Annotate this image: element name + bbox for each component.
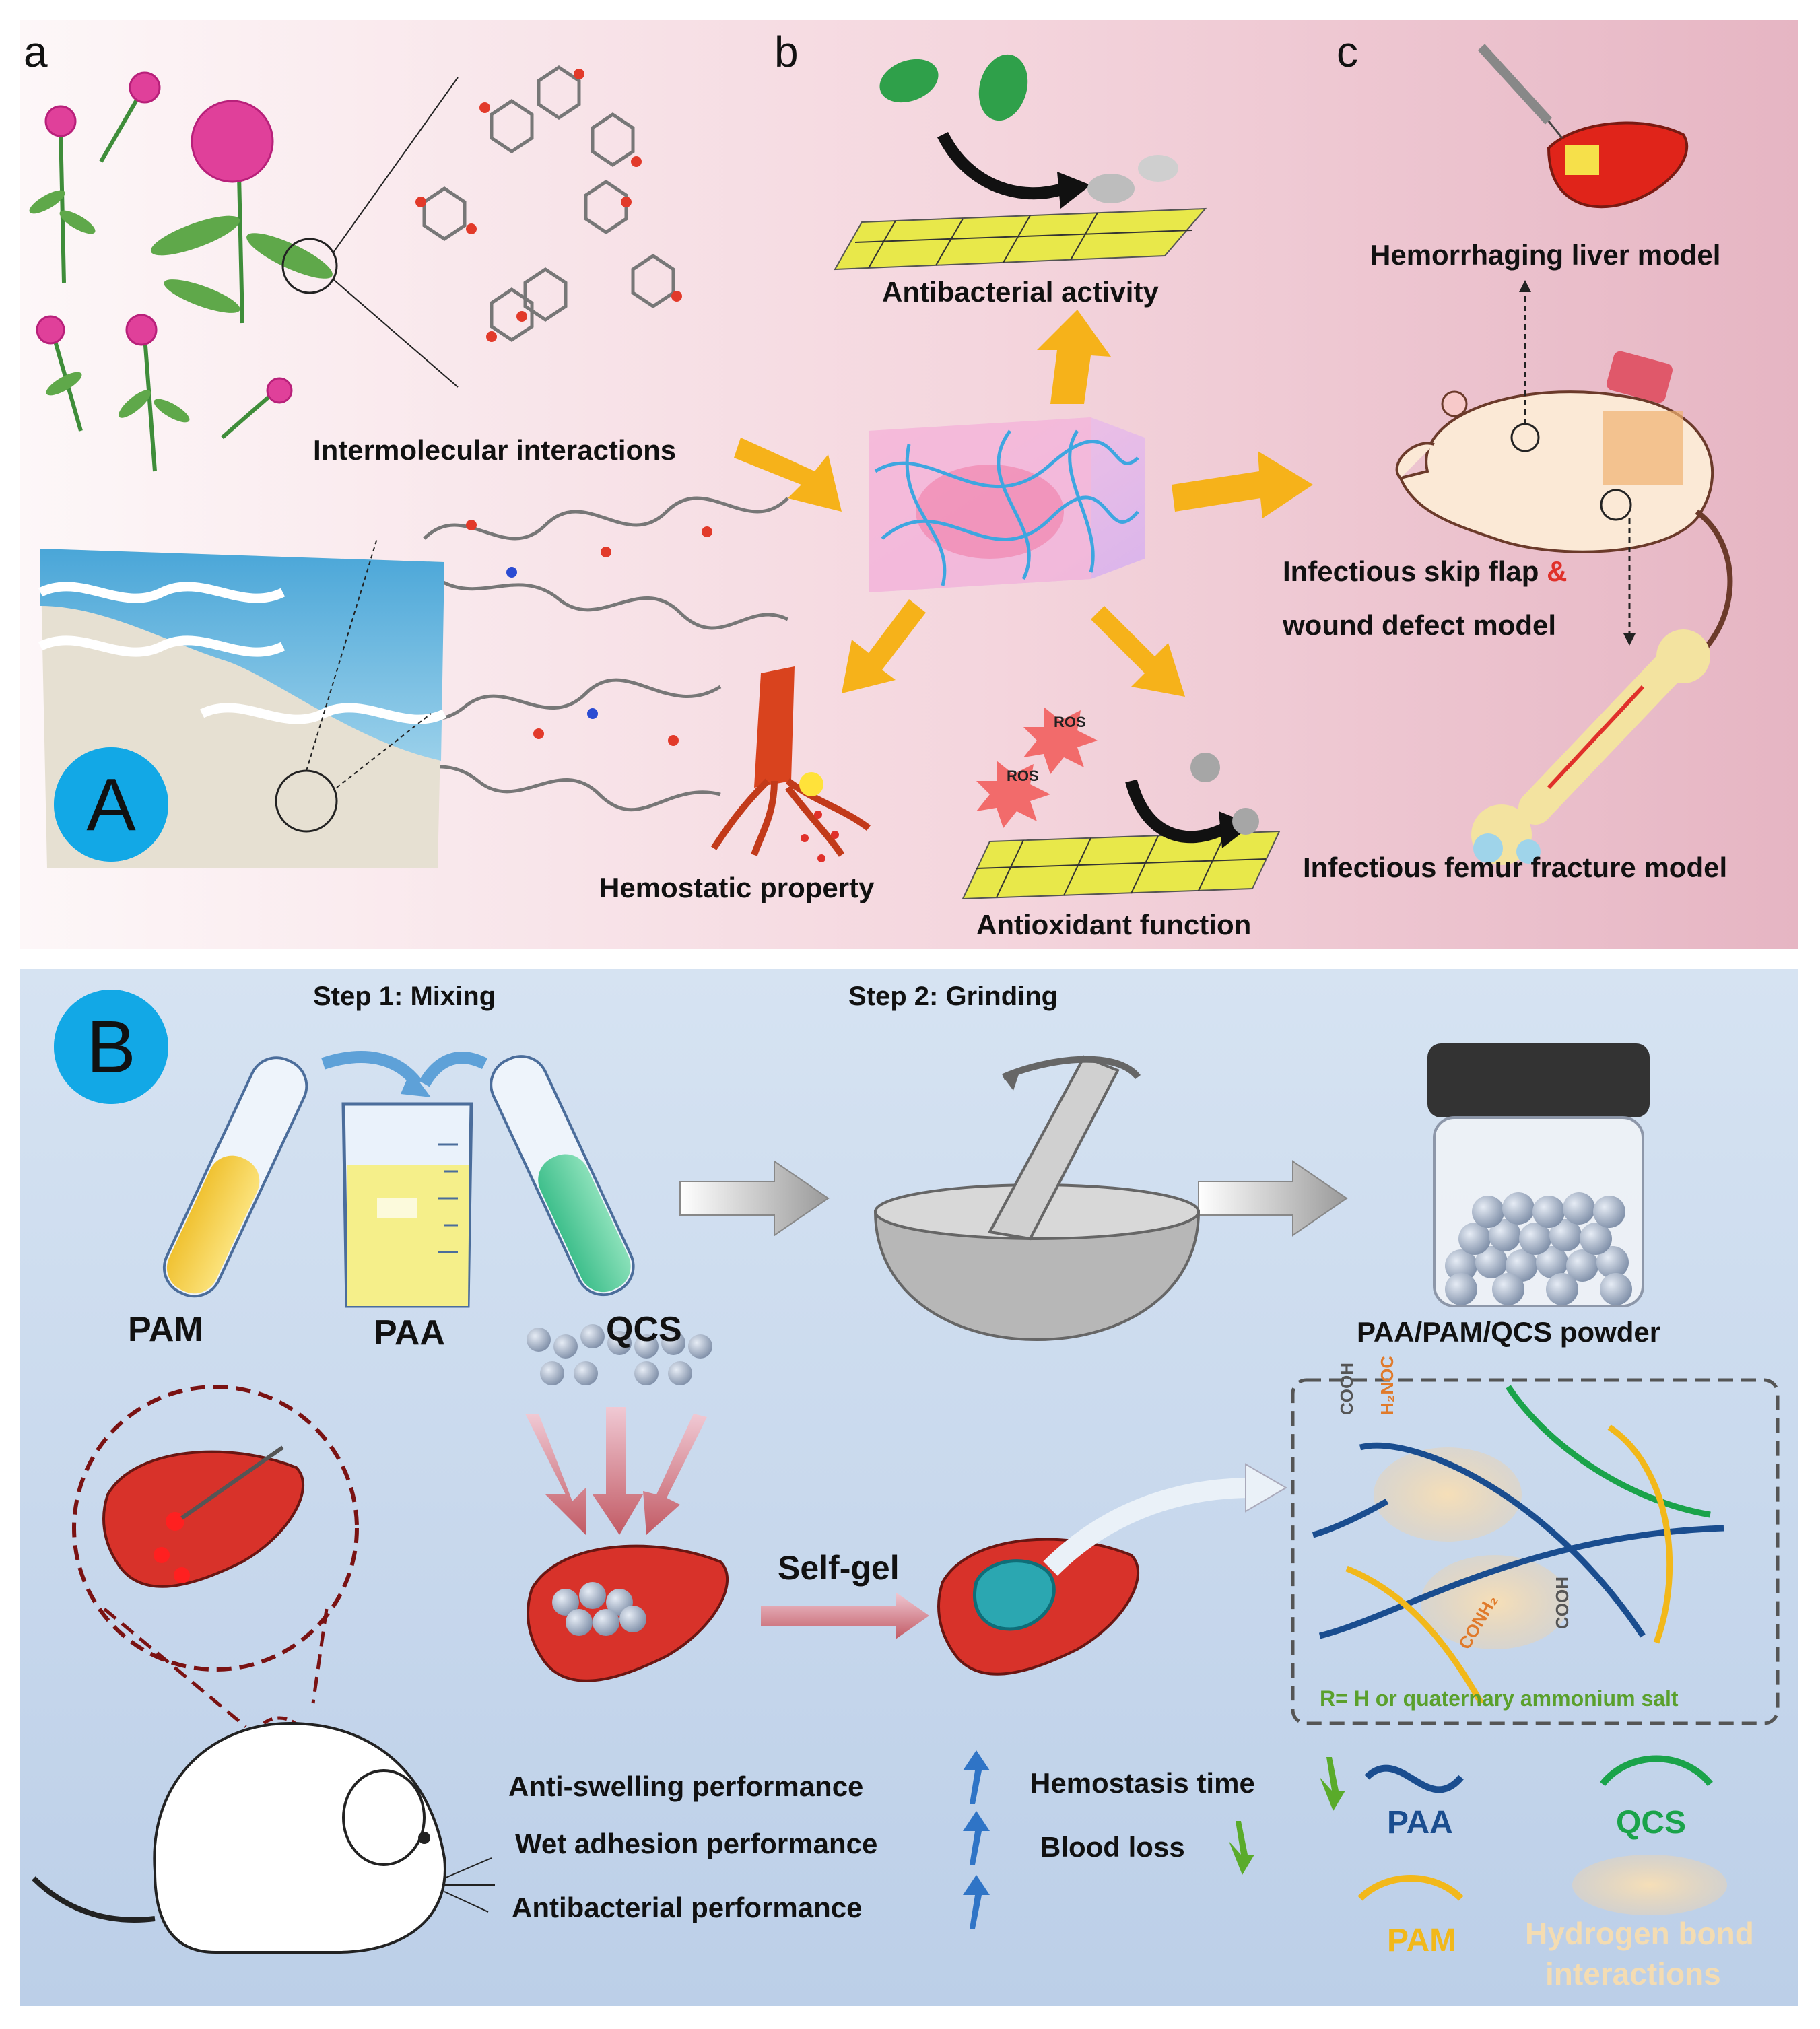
performance-down-arrows: [1229, 1757, 1345, 1875]
legend-hbond-label-1: Hydrogen bond: [1525, 1916, 1754, 1951]
r-note-label: R= H or quaternary ammonium salt: [1320, 1686, 1679, 1711]
mixing-illustration: [162, 1051, 635, 1308]
skip-flap-label: Infectious skip flap &: [1283, 555, 1567, 588]
orange-flow-arrows: [734, 310, 1313, 697]
self-gel-label: Self-gel: [778, 1549, 900, 1587]
hemostatic-illustration: [710, 666, 871, 862]
femur-illustration: [1471, 629, 1710, 865]
anti-swelling-label: Anti-swelling performance: [508, 1770, 864, 1802]
rat-model-illustration: [1395, 280, 1733, 676]
legend-pam-label: PAM: [1387, 1923, 1457, 1958]
process-arrows: [679, 1160, 1348, 1237]
hemostatic-property-label: Hemostatic property: [599, 872, 875, 903]
skip-flap-text: Infectious skip flap: [1283, 555, 1539, 587]
polymer-network-box: [1291, 1378, 1780, 1725]
hemorrhaging-liver-illustration: [1477, 44, 1689, 209]
cooh-label-2: COOH: [1552, 1577, 1572, 1629]
ros-label-2: ROS: [1007, 767, 1039, 784]
antibacterial-illustration: [834, 54, 1207, 271]
mortar-pestle-illustration: [873, 1055, 1201, 1342]
performance-up-arrows: [963, 1750, 990, 1929]
step1-label: Step 1: Mixing: [313, 982, 496, 1011]
self-gel-arrow: [761, 1592, 929, 1639]
powder-jar-illustration: [1427, 1043, 1650, 1307]
ampersand-text: &: [1547, 555, 1568, 587]
wound-defect-label: wound defect model: [1283, 609, 1557, 641]
intermolecular-label: Intermolecular interactions: [313, 434, 677, 466]
antibacterial-performance-label: Antibacterial performance: [512, 1892, 863, 1923]
qcs-tube-label: QCS: [606, 1310, 682, 1349]
paa-beaker-label: PAA: [374, 1313, 445, 1352]
hemostasis-time-label: Hemostasis time: [1030, 1767, 1255, 1799]
liver-with-gel-illustration: [937, 1463, 1287, 1676]
h2noc-label: H₂NOC: [1377, 1355, 1397, 1415]
panel-label-a: a: [24, 28, 48, 76]
hemorrhaging-liver-label: Hemorrhaging liver model: [1370, 239, 1721, 271]
antioxidant-function-label: Antioxidant function: [976, 909, 1252, 940]
legend-qcs-label: QCS: [1616, 1805, 1687, 1841]
milk-thistle-illustration: [29, 71, 459, 472]
antibacterial-activity-label: Antibacterial activity: [882, 276, 1159, 308]
antioxidant-illustration: [962, 707, 1281, 900]
liver-with-powder-illustration: [525, 1324, 729, 1682]
legend-swatches: [1357, 1755, 1727, 1915]
badge-a: A: [54, 747, 168, 862]
powder-label: PAA/PAM/QCS powder: [1357, 1316, 1661, 1348]
step2-label: Step 2: Grinding: [848, 982, 1058, 1011]
femur-fracture-label: Infectious femur fracture model: [1303, 852, 1728, 883]
mouse-liver-injury-illustration: [32, 1385, 495, 1954]
blood-loss-label: Blood loss: [1040, 1831, 1185, 1863]
pam-tube-label: PAM: [128, 1310, 203, 1349]
cooh-label-1: COOH: [1337, 1363, 1357, 1415]
badge-b: B: [54, 990, 168, 1104]
panel-label-b: b: [774, 28, 799, 76]
ros-label-1: ROS: [1054, 714, 1086, 730]
legend-paa-label: PAA: [1387, 1805, 1453, 1841]
panel-label-c: c: [1337, 28, 1358, 76]
legend-hbond-label-2: interactions: [1545, 1956, 1721, 1991]
hydrogel-block: [869, 417, 1145, 592]
wet-adhesion-label: Wet adhesion performance: [515, 1828, 878, 1859]
molecule-structures-top: [415, 65, 682, 343]
